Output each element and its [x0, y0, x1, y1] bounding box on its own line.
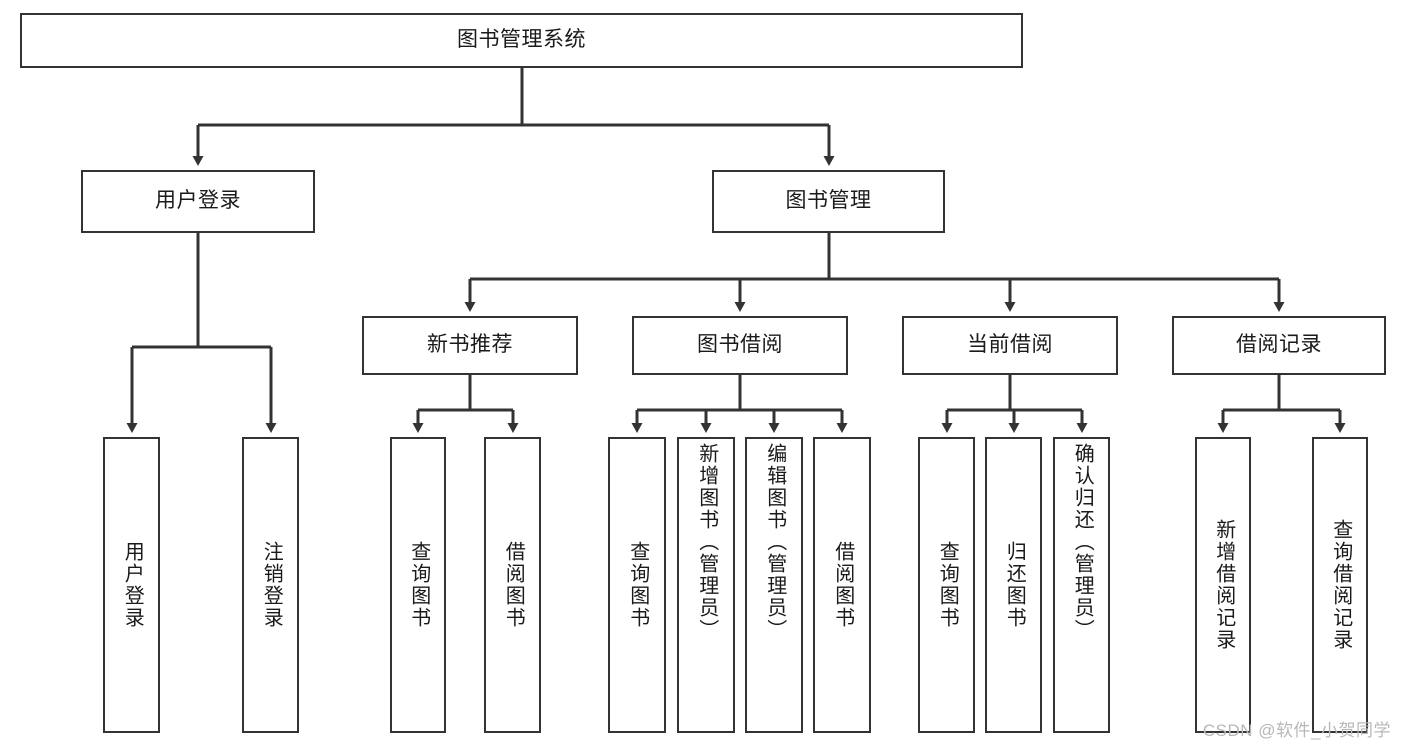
node-leaf-query-record[interactable]: 查询借阅记录 [1312, 437, 1368, 733]
node-leaf-return-book[interactable]: 归还图书 [985, 437, 1042, 733]
node-book-borrow[interactable]: 图书借阅 [632, 316, 848, 375]
node-label: 用户登录 [121, 541, 144, 629]
node-leaf-edit-book[interactable]: 编辑图书（管理员） [745, 437, 803, 733]
node-borrow-record[interactable]: 借阅记录 [1172, 316, 1386, 375]
node-label: 新增借阅记录 [1212, 519, 1235, 651]
node-leaf-add-record[interactable]: 新增借阅记录 [1195, 437, 1251, 733]
node-book-manage[interactable]: 图书管理 [712, 170, 945, 233]
node-label: 查询图书 [626, 541, 649, 629]
node-leaf-confirm-return[interactable]: 确认归还（管理员） [1053, 437, 1110, 733]
node-leaf-query-book-rec[interactable]: 查询图书 [390, 437, 446, 733]
node-label: 新增图书（管理员） [695, 443, 718, 641]
node-leaf-user-logout[interactable]: 注销登录 [242, 437, 299, 733]
node-label: 用户登录 [155, 189, 241, 213]
node-label: 新书推荐 [427, 333, 513, 357]
node-label: 借阅记录 [1236, 333, 1322, 357]
node-leaf-query-book-current[interactable]: 查询图书 [918, 437, 975, 733]
node-leaf-add-book[interactable]: 新增图书（管理员） [677, 437, 735, 733]
node-leaf-user-login[interactable]: 用户登录 [103, 437, 160, 733]
node-leaf-borrow-book[interactable]: 借阅图书 [813, 437, 871, 733]
node-label: 归还图书 [1003, 541, 1026, 629]
node-user-login[interactable]: 用户登录 [81, 170, 315, 233]
node-label: 图书管理系统 [457, 28, 586, 52]
node-label: 注销登录 [260, 541, 283, 629]
node-leaf-query-book-borrow[interactable]: 查询图书 [608, 437, 666, 733]
node-root[interactable]: 图书管理系统 [20, 13, 1023, 68]
node-label: 借阅图书 [502, 541, 525, 629]
node-label: 查询图书 [936, 541, 959, 629]
node-label: 编辑图书（管理员） [763, 443, 786, 641]
node-leaf-borrow-book-rec[interactable]: 借阅图书 [484, 437, 541, 733]
node-new-book-rec[interactable]: 新书推荐 [362, 316, 578, 375]
node-current-borrow[interactable]: 当前借阅 [902, 316, 1118, 375]
node-label: 图书管理 [785, 189, 872, 213]
node-label: 查询图书 [407, 541, 430, 629]
node-label: 确认归还（管理员） [1071, 443, 1094, 641]
node-label: 当前借阅 [967, 333, 1053, 357]
node-label: 借阅图书 [831, 541, 854, 629]
node-label: 图书借阅 [697, 333, 783, 357]
node-label: 查询借阅记录 [1329, 519, 1352, 651]
